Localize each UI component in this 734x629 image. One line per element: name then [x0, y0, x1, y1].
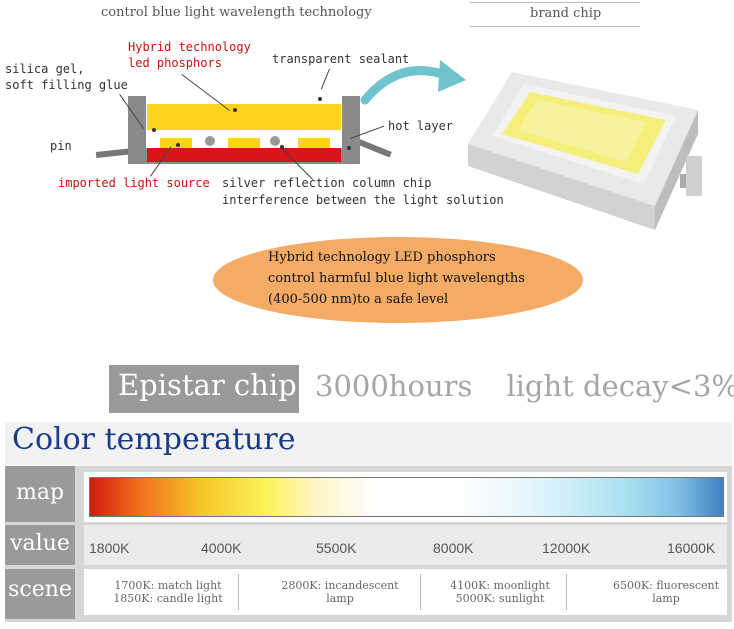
value-12000k: 12000K	[542, 540, 591, 556]
leader-dot	[152, 128, 156, 132]
value-label: value	[10, 531, 70, 556]
chip-pad	[298, 138, 330, 148]
value-16000k: 16000K	[667, 540, 716, 556]
label-imported-light: imported light source	[58, 176, 210, 190]
scene-4-line-1: 6500K: fluorescent	[612, 579, 720, 592]
scene-2-line-2: lamp	[326, 592, 354, 605]
label-hybrid-2: led phosphors	[128, 56, 222, 70]
color-temperature-gradient	[89, 477, 724, 517]
scene-3-line-2: 5000K: sunlight	[455, 592, 545, 605]
hot-layer	[147, 148, 341, 162]
epistar-chip-label: Epistar chip	[118, 368, 297, 402]
label-transparent-sealant: transparent sealant	[272, 52, 410, 66]
value-4000k: 4000K	[201, 540, 242, 556]
label-hot-layer: hot layer	[388, 119, 454, 133]
scene-divider	[420, 574, 421, 610]
scene-1-line-1: 1700K: match light	[114, 579, 222, 592]
color-temp-title-band	[5, 422, 732, 466]
spec-hours-decay: 3000hours light decay<3%	[315, 369, 734, 403]
header-left: control blue light wavelength technology	[101, 5, 372, 20]
scene-4: 6500K: fluorescent lamp	[600, 579, 732, 605]
scene-2: 2800K: incandescent lamp	[270, 579, 410, 605]
reflection-column	[205, 136, 215, 146]
scene-3: 4100K: moonlight 5000K: sunlight	[436, 579, 564, 605]
spec-hours: 3000hours	[315, 369, 473, 403]
callout-line-2: control harmful blue light wavelengths	[268, 271, 525, 286]
header-rule-top	[470, 2, 640, 3]
scene-3-line-1: 4100K: moonlight	[450, 579, 550, 592]
label-silver-2: interference between the light solution	[222, 193, 504, 207]
curved-arrow-icon	[360, 60, 466, 105]
chip-pad	[228, 138, 260, 148]
scene-row-label: scene	[5, 569, 75, 619]
right-pin	[356, 138, 392, 158]
value-row	[84, 525, 727, 565]
epistar-chip-badge	[109, 365, 299, 413]
header-rule-bottom	[470, 26, 640, 27]
scene-row	[84, 569, 727, 615]
reflection-column	[270, 136, 280, 146]
value-row-label: value	[5, 525, 75, 565]
callout-line-3: (400-500 nm)to a safe level	[268, 292, 449, 307]
map-label: map	[15, 480, 65, 505]
value-5500k: 5500K	[316, 540, 357, 556]
leader-line	[320, 68, 330, 90]
leader-dot	[347, 146, 351, 150]
header-right: brand chip	[530, 6, 602, 21]
scene-divider	[566, 574, 567, 610]
brand-chip-image	[468, 72, 702, 230]
label-silver-1: silver reflection column chip	[222, 176, 432, 190]
value-1800k: 1800K	[89, 540, 130, 556]
label-pin: pin	[50, 139, 72, 153]
leader-dot	[176, 143, 180, 147]
phosphor-layer	[147, 104, 341, 130]
spec-decay: light decay<3%	[506, 369, 734, 403]
scene-divider	[238, 574, 239, 610]
map-row-label: map	[5, 466, 75, 522]
scene-4-line-2: lamp	[652, 592, 680, 605]
scene-1-line-2: 1850K: candle light	[113, 592, 223, 605]
label-silica-1: silica gel,	[5, 62, 85, 76]
leader-dot	[280, 145, 284, 149]
callout-oval	[213, 237, 583, 323]
label-hybrid-1: Hybrid technology	[128, 40, 251, 54]
callout-line-1: Hybrid technology LED phosphors	[268, 250, 496, 265]
callout-text: Hybrid technology LED phosphors control …	[268, 247, 525, 310]
scene-1: 1700K: match light 1850K: candle light	[100, 579, 236, 605]
leader-dot	[318, 97, 322, 101]
scene-label: scene	[8, 577, 72, 602]
label-silica-2: soft filling glue	[5, 78, 128, 92]
color-temp-title: Color temperature	[12, 422, 296, 457]
value-8000k: 8000K	[433, 540, 474, 556]
leader-dot	[233, 108, 237, 112]
scene-2-line-1: 2800K: incandescent	[281, 579, 399, 592]
